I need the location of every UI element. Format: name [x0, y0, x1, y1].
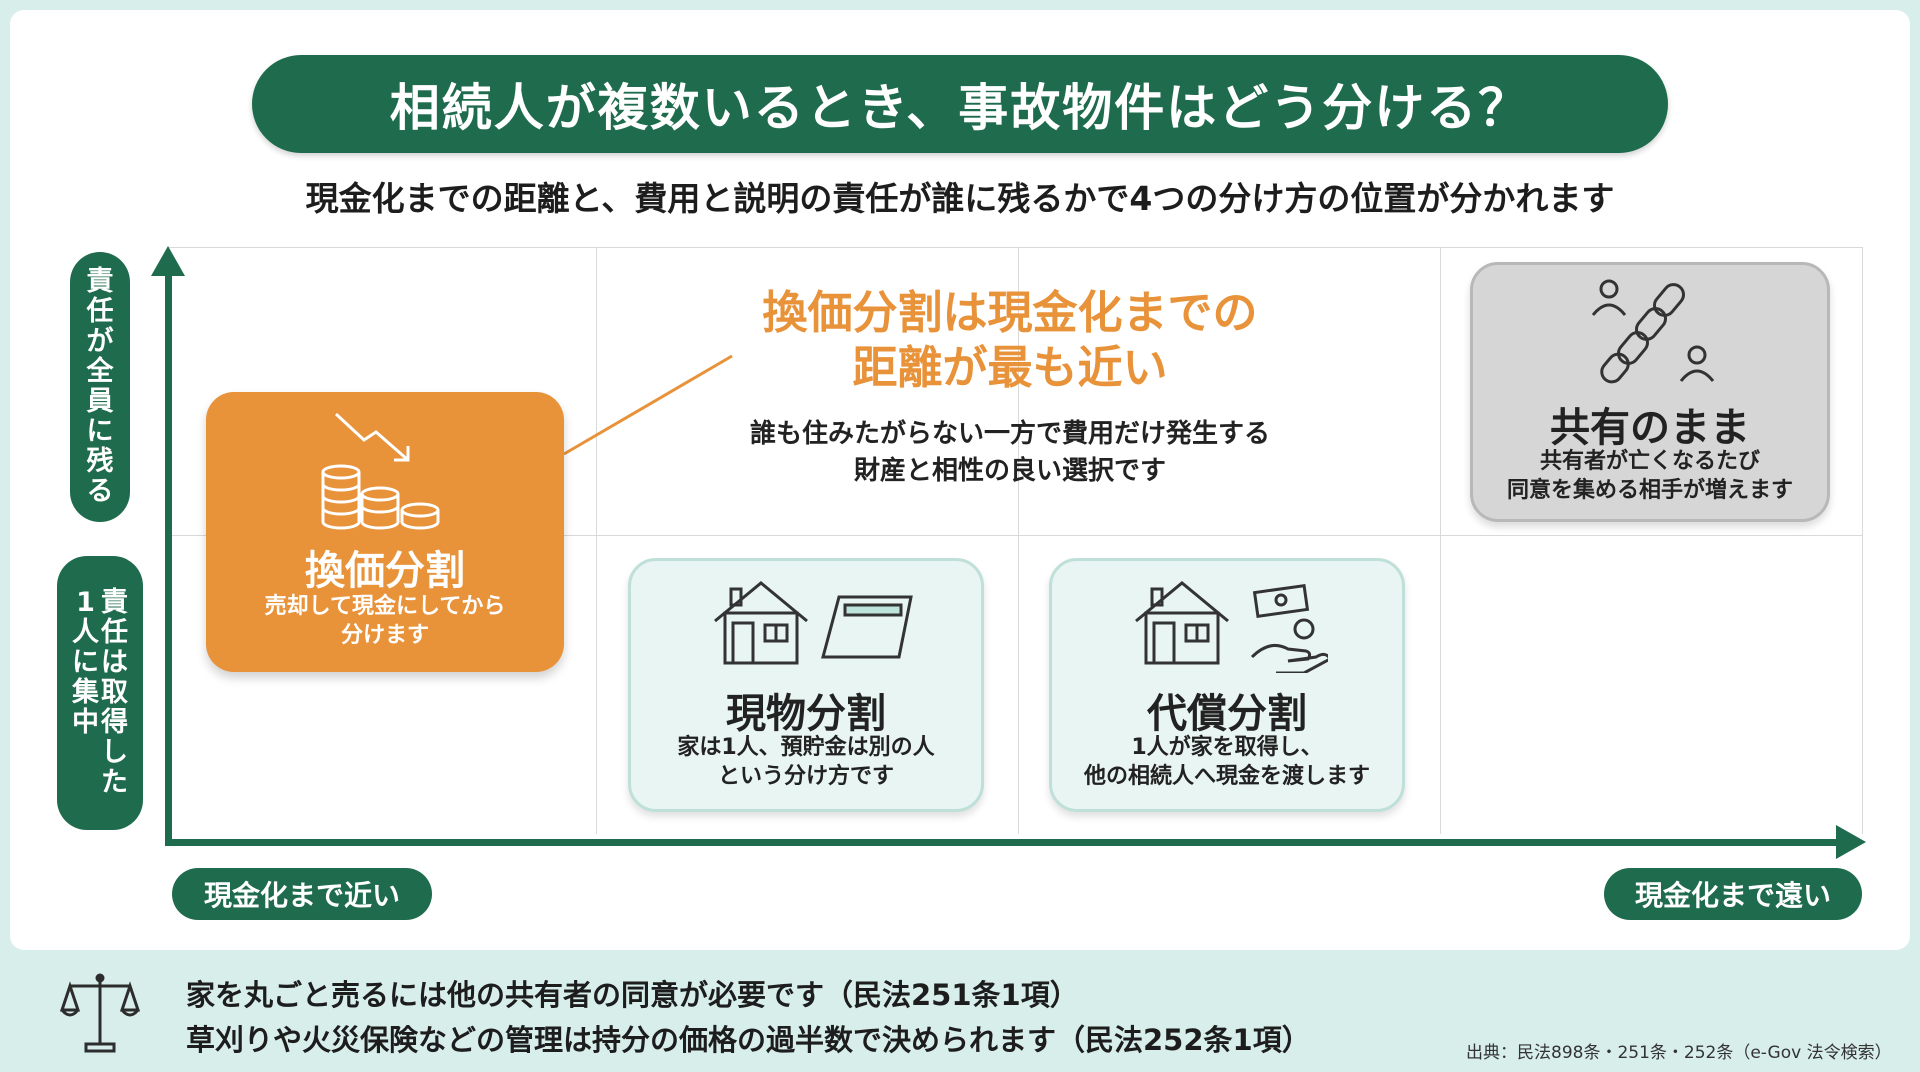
footer-line-1: 家を丸ごと売るには他の共有者の同意が必要です（民法251条1項）	[186, 978, 1079, 1012]
house-icon	[714, 581, 808, 665]
method-kanka-box: 換価分割 売却して現金にしてから 分けます	[206, 392, 564, 672]
money-hand-icon	[1250, 583, 1328, 673]
method-kanka-desc-line2: 分けます	[340, 623, 429, 648]
callout-title: 換価分割は現金化までの 距離が最も近い	[680, 285, 1340, 395]
page-title-text: 相続人が複数いるとき、事故物件はどう分ける？	[389, 79, 1531, 137]
callout-title-line1: 換価分割は現金化までの	[762, 286, 1258, 339]
y-axis-bottom-label-col1: 責任は取得した	[101, 587, 128, 798]
method-genbutsu-box: 現物分割 家は1人、預貯金は別の人 という分け方です	[628, 558, 984, 812]
x-axis-left-label: 現金化まで近い	[172, 868, 432, 920]
coins-down-icon	[321, 412, 440, 530]
callout-description: 誰も住みたがらない一方で費用だけ発生する 財産と相性の良い選択です	[680, 416, 1340, 490]
grid-line-col-3	[1440, 247, 1441, 834]
method-daisho-title: 代償分割	[1147, 691, 1307, 737]
house-icon	[1135, 581, 1229, 665]
callout-title-line2: 距離が最も近い	[852, 341, 1168, 394]
page-subtitle: 現金化までの距離と、費用と説明の責任が誰に残るかで4つの分け方の位置が分かれます	[305, 179, 1615, 218]
grid-line-col-2	[1018, 247, 1019, 834]
callout-desc-line2: 財産と相性の良い選択です	[853, 456, 1166, 486]
method-genbutsu-desc: 家は1人、預貯金は別の人 という分け方です	[631, 733, 981, 791]
x-axis-right-label: 現金化まで遠い	[1604, 868, 1862, 920]
x-axis-arrow-icon	[1836, 825, 1866, 859]
method-kanka-title: 換価分割	[305, 548, 465, 594]
bankbook-icon	[821, 595, 913, 659]
y-axis-top-label: 責任が全員に残る	[70, 252, 130, 522]
method-genbutsu-desc-line2: という分け方です	[717, 764, 894, 789]
method-genbutsu-desc-line1: 家は1人、預貯金は別の人	[677, 735, 935, 760]
y-axis-top-label-text: 責任が全員に残る	[86, 266, 114, 507]
method-kyoyu-desc-line1: 共有者が亡くなるたび	[1539, 449, 1760, 474]
scale-icon	[60, 973, 140, 1053]
grid-line-middle	[168, 535, 1863, 536]
method-kanka-desc: 売却して現金にしてから 分けます	[206, 592, 564, 650]
y-axis-arrow-icon	[151, 246, 185, 276]
method-daisho-desc-line2: 他の相続人へ現金を渡します	[1083, 764, 1370, 789]
method-daisho-desc: 1人が家を取得し、 他の相続人へ現金を渡します	[1052, 733, 1402, 791]
y-axis	[165, 262, 172, 846]
grid-line-col-4	[1862, 247, 1863, 834]
method-kyoyu-title: 共有のまま	[1550, 405, 1750, 451]
callout-desc-line1: 誰も住みたがらない一方で費用だけ発生する	[749, 419, 1270, 449]
footer-source: 出典：民法898条・251条・252条（e-Gov 法令検索）	[1466, 1043, 1892, 1063]
chain-people-icon	[1591, 279, 1715, 384]
footer-line-2: 草刈りや火災保険などの管理は持分の価格の過半数で決められます（民法252条1項）	[186, 1023, 1311, 1057]
x-axis	[165, 839, 1845, 846]
page-title: 相続人が複数いるとき、事故物件はどう分ける？	[252, 55, 1668, 153]
callout-connector-line	[563, 354, 733, 456]
method-kyoyu-box: 共有のまま 共有者が亡くなるたび 同意を集める相手が増えます	[1470, 262, 1830, 522]
method-daisho-box: 代償分割 1人が家を取得し、 他の相続人へ現金を渡します	[1049, 558, 1405, 812]
method-kanka-desc-line1: 売却して現金にしてから	[264, 594, 506, 619]
method-genbutsu-title: 現物分割	[726, 691, 886, 737]
method-kyoyu-desc-line2: 同意を集める相手が増えます	[1506, 478, 1793, 503]
method-daisho-desc-line1: 1人が家を取得し、	[1131, 735, 1323, 760]
method-kyoyu-desc: 共有者が亡くなるたび 同意を集める相手が増えます	[1473, 447, 1827, 505]
grid-line-top	[168, 247, 1863, 248]
grid-line-col-1	[596, 247, 597, 834]
